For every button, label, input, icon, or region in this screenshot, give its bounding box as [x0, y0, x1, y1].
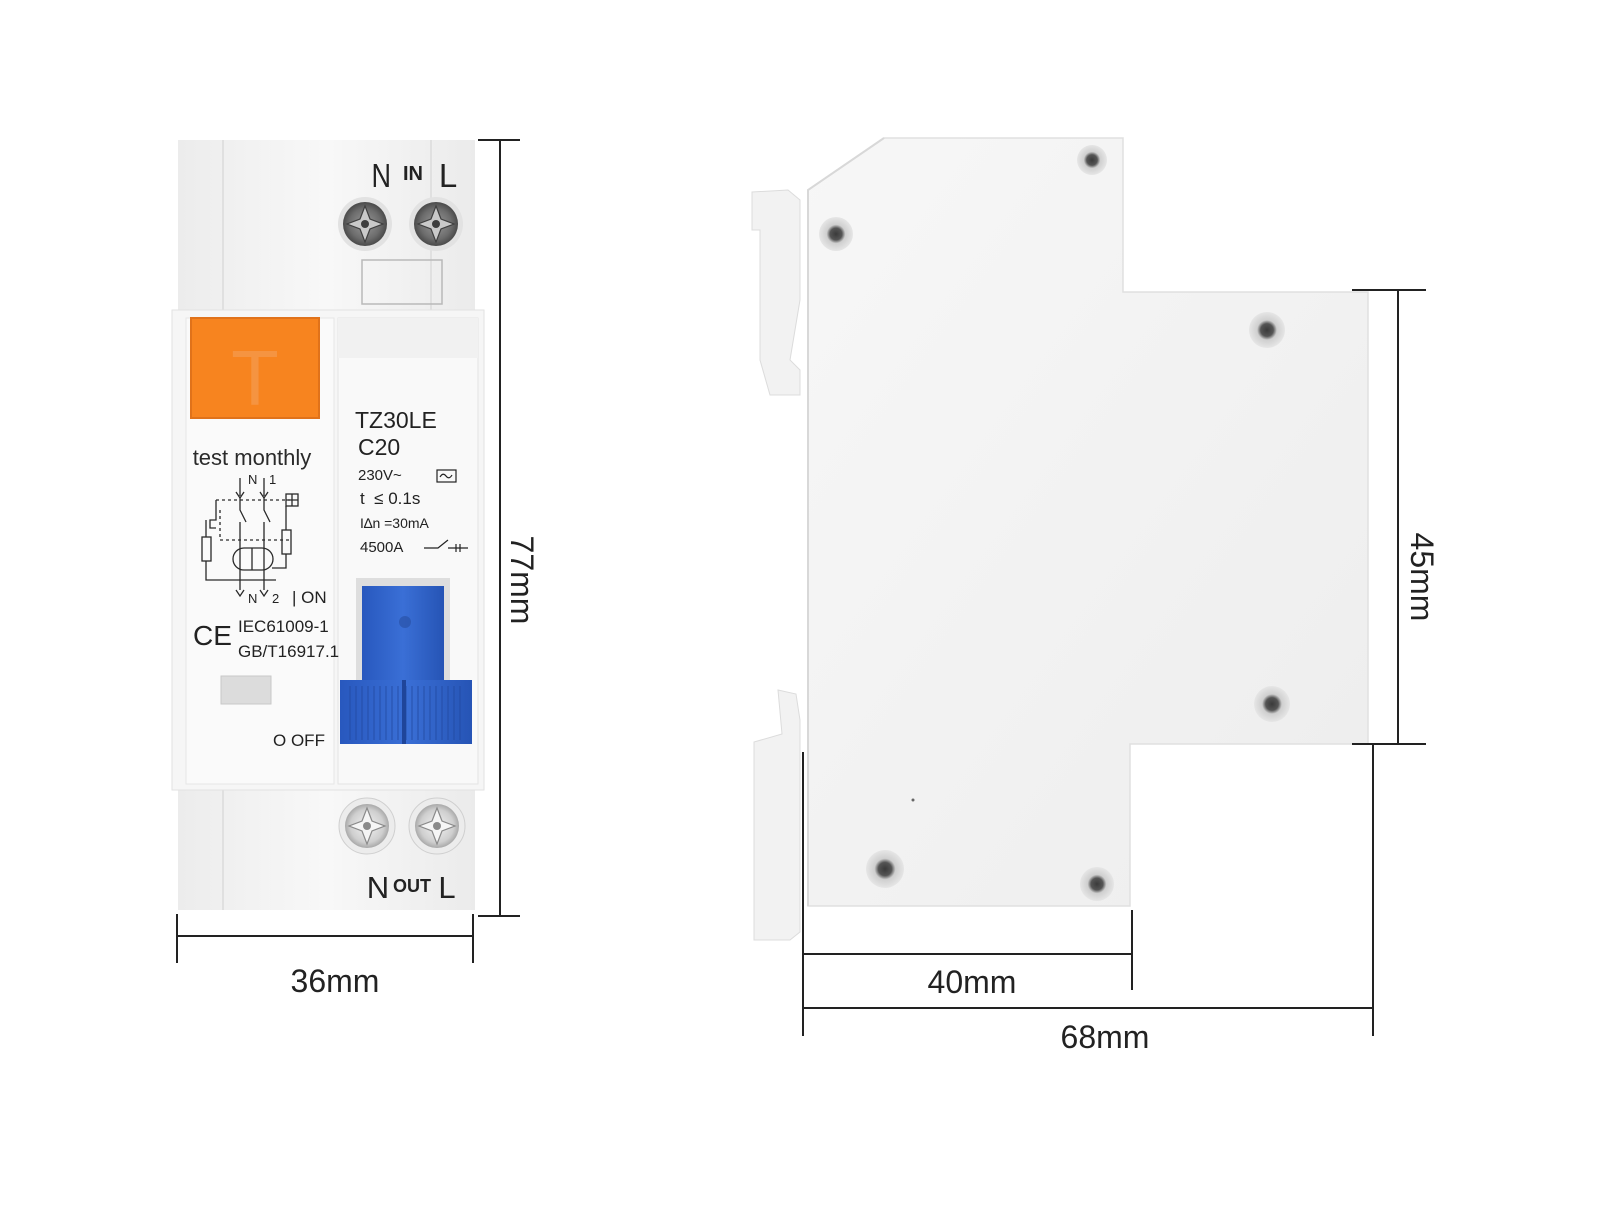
schematic-top-n: N	[248, 472, 257, 487]
status-indicator-window	[220, 675, 272, 705]
residual-current-label: I∆n =30mA	[360, 515, 430, 531]
breaking-symbol-icon	[424, 539, 468, 552]
output-line-label: L	[438, 870, 455, 905]
input-neutral-label: N	[372, 159, 392, 195]
trip-time-label: t ≤ 0.1s	[360, 489, 420, 508]
output-neutral-label: N	[367, 870, 389, 905]
front-height-dimension	[478, 139, 520, 917]
voltage-label: 230V~	[358, 467, 402, 484]
ac-symbol-icon	[436, 469, 457, 483]
front-view: N IN L T test monthly N 1	[171, 140, 485, 910]
output-label: OUT	[393, 876, 431, 896]
side-height-dimension	[1352, 289, 1426, 745]
test-button-letter: T	[231, 334, 279, 422]
circuit-schematic-icon	[201, 478, 299, 598]
ce-mark: CE	[193, 620, 232, 651]
schematic-bottom-2: 2	[272, 591, 279, 606]
input-label: IN	[403, 163, 423, 185]
standard-gb: GB/T16917.1	[238, 642, 339, 661]
handle-lever	[362, 586, 444, 686]
breaking-capacity-label: 4500A	[360, 539, 403, 556]
standard-iec: IEC61009-1	[238, 617, 329, 636]
din-clip-bottom	[753, 689, 801, 941]
side-body	[807, 137, 1369, 907]
side-front-depth-label: 40mm	[928, 964, 1017, 1000]
test-monthly-label: test monthly	[193, 445, 312, 470]
din-clip-top	[751, 189, 801, 396]
on-label: | ON	[292, 588, 327, 607]
front-width-label: 36mm	[291, 963, 380, 999]
side-view	[751, 137, 1369, 941]
rating-label: C20	[358, 434, 400, 460]
input-line-label: L	[439, 157, 457, 194]
input-line-screw-icon	[409, 197, 463, 251]
side-total-depth-label: 68mm	[1061, 1019, 1150, 1055]
output-neutral-screw-icon	[338, 797, 396, 855]
schematic-top-1: 1	[269, 472, 276, 487]
schematic-bottom-n: N	[248, 591, 257, 606]
front-height-label: 77mm	[504, 536, 540, 625]
side-height-label: 45mm	[1404, 533, 1440, 622]
output-line-screw-icon	[408, 797, 466, 855]
front-width-dimension	[176, 914, 474, 963]
side-depth-dimensions	[802, 744, 1374, 1036]
test-button	[191, 318, 319, 418]
model-label: TZ30LE	[355, 407, 437, 433]
input-neutral-screw-icon	[338, 197, 392, 251]
mounting-hole-icon	[819, 145, 1290, 901]
off-label: O OFF	[273, 731, 325, 750]
